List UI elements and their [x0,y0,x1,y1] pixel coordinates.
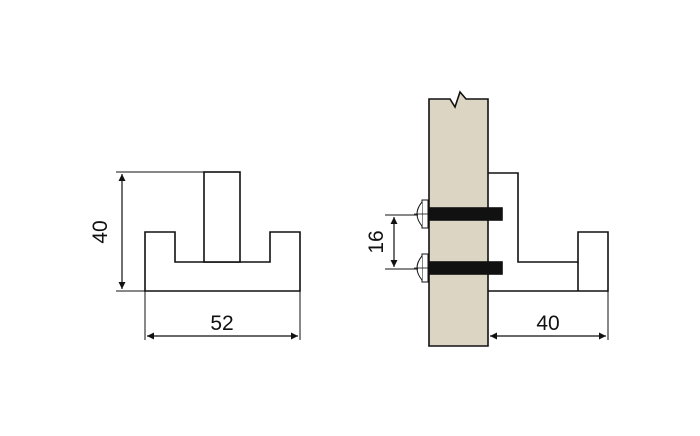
front-view [116,171,301,340]
front-width-label: 52 [210,312,233,335]
hook-stem [203,171,241,263]
side-view [385,90,609,347]
screw-spacing-label: 16 [365,230,388,253]
screw-top [414,199,503,229]
side-projection-label: 40 [536,312,559,335]
hook-base-outline [144,231,301,292]
hook-side-outline [488,172,609,292]
screw-bottom [414,253,503,283]
front-height-label: 40 [89,220,112,243]
